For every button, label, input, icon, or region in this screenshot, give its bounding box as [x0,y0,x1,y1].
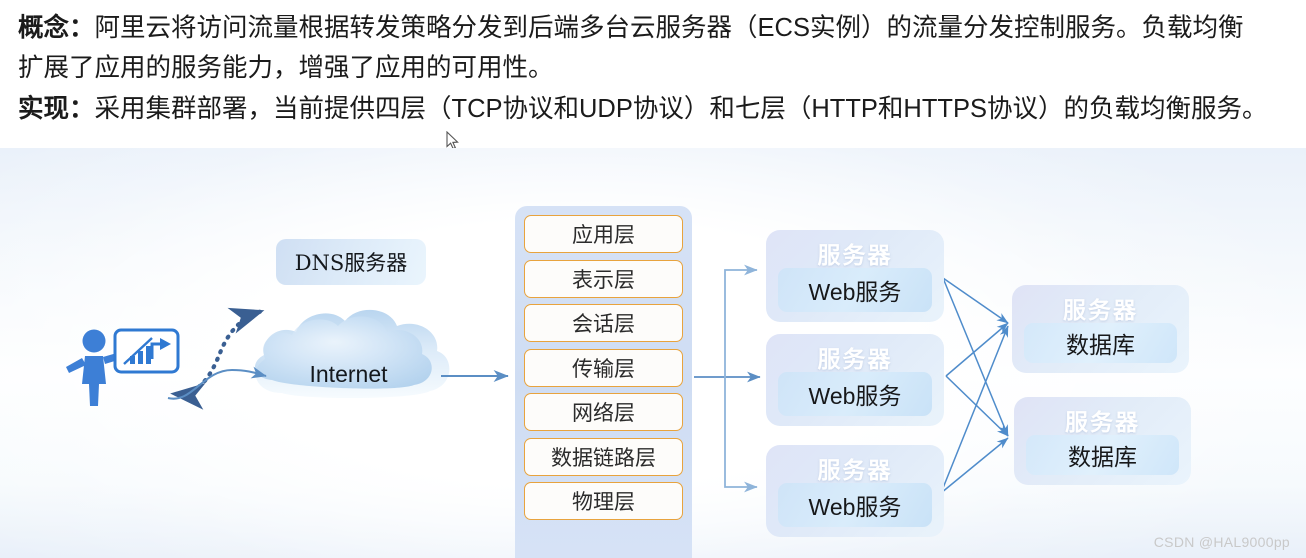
web-server-node-3[interactable]: 服务器 Web服务 [766,445,944,537]
osi-layer-session[interactable]: 会话层 [524,304,683,342]
osi-layer-transport[interactable]: 传输层 [524,348,683,387]
osi-layer-physical[interactable]: 物理层 [524,482,683,520]
description-text-block: 概念：阿里云将访问流量根据转发策略分发到后端多台云服务器（ECS实例）的流量分发… [0,0,1306,148]
paragraph-implementation-lead: 实现： [18,95,95,123]
paragraph-concept-cont: 扩展了应用的服务能力，增强了应用的可用性。 [18,48,1292,88]
arrow-mesh-web-to-db [940,277,1009,494]
database-node-2[interactable]: 服务器 数据库 [1014,397,1191,485]
osi-layer-network[interactable]: 网络层 [524,393,683,431]
paragraph-implementation-body: 采用集群部署，当前提供四层（TCP协议和UDP协议）和七层（HTTP和HTTPS… [94,95,1268,123]
internet-cloud-shape [254,309,450,399]
csdn-watermark: CSDN @HAL9000pp [1153,534,1290,550]
paragraph-concept-cont-body: 扩展了应用的服务能力，增强了应用的可用性。 [18,54,554,82]
dns-server-label: DNS服务器 [294,251,408,275]
web-server-title-2: 服务器 [817,346,893,372]
web-server-service-1: Web服务 [778,268,932,312]
database-title-2: 服务器 [1065,409,1140,435]
web-server-title-3: 服务器 [817,457,893,483]
diagram-vector-layer [66,264,1009,494]
web-server-node-1[interactable]: 服务器 Web服务 [766,230,944,322]
web-server-title-1: 服务器 [817,242,893,268]
architecture-diagram: DNS服务器 Internet 应用层 表示层 会话层 传输层 网络层 数据链路… [0,148,1306,558]
chart-board-icon [113,328,180,374]
database-node-1[interactable]: 服务器 数据库 [1012,285,1189,373]
web-server-service-3: Web服务 [778,483,932,527]
paragraph-concept: 概念：阿里云将访问流量根据转发策略分发到后端多台云服务器（ECS实例）的流量分发… [18,8,1292,48]
database-service-2: 数据库 [1026,435,1179,475]
web-server-node-2[interactable]: 服务器 Web服务 [766,334,944,426]
osi-layer-application[interactable]: 应用层 [524,215,683,253]
arrow-user-dns [170,307,265,410]
arrow-osi-to-webservers [694,264,761,493]
arrow-user-internet [167,366,267,400]
osi-model-stack: 应用层 表示层 会话层 传输层 网络层 数据链路层 物理层 [515,206,692,558]
database-service-1: 数据库 [1024,323,1177,363]
dns-server-node[interactable]: DNS服务器 [276,239,426,285]
internet-cloud-label: Internet [309,361,388,387]
database-title-1: 服务器 [1063,297,1138,323]
paragraph-implementation: 实现：采用集群部署，当前提供四层（TCP协议和UDP协议）和七层（HTTP和HT… [18,89,1292,129]
paragraph-concept-lead: 概念： [18,14,95,42]
osi-layer-presentation[interactable]: 表示层 [524,259,683,298]
web-server-service-2: Web服务 [778,372,932,416]
paragraph-concept-body: 阿里云将访问流量根据转发策略分发到后端多台云服务器（ECS实例）的流量分发控制服… [94,14,1244,42]
osi-layer-datalink[interactable]: 数据链路层 [524,437,683,476]
